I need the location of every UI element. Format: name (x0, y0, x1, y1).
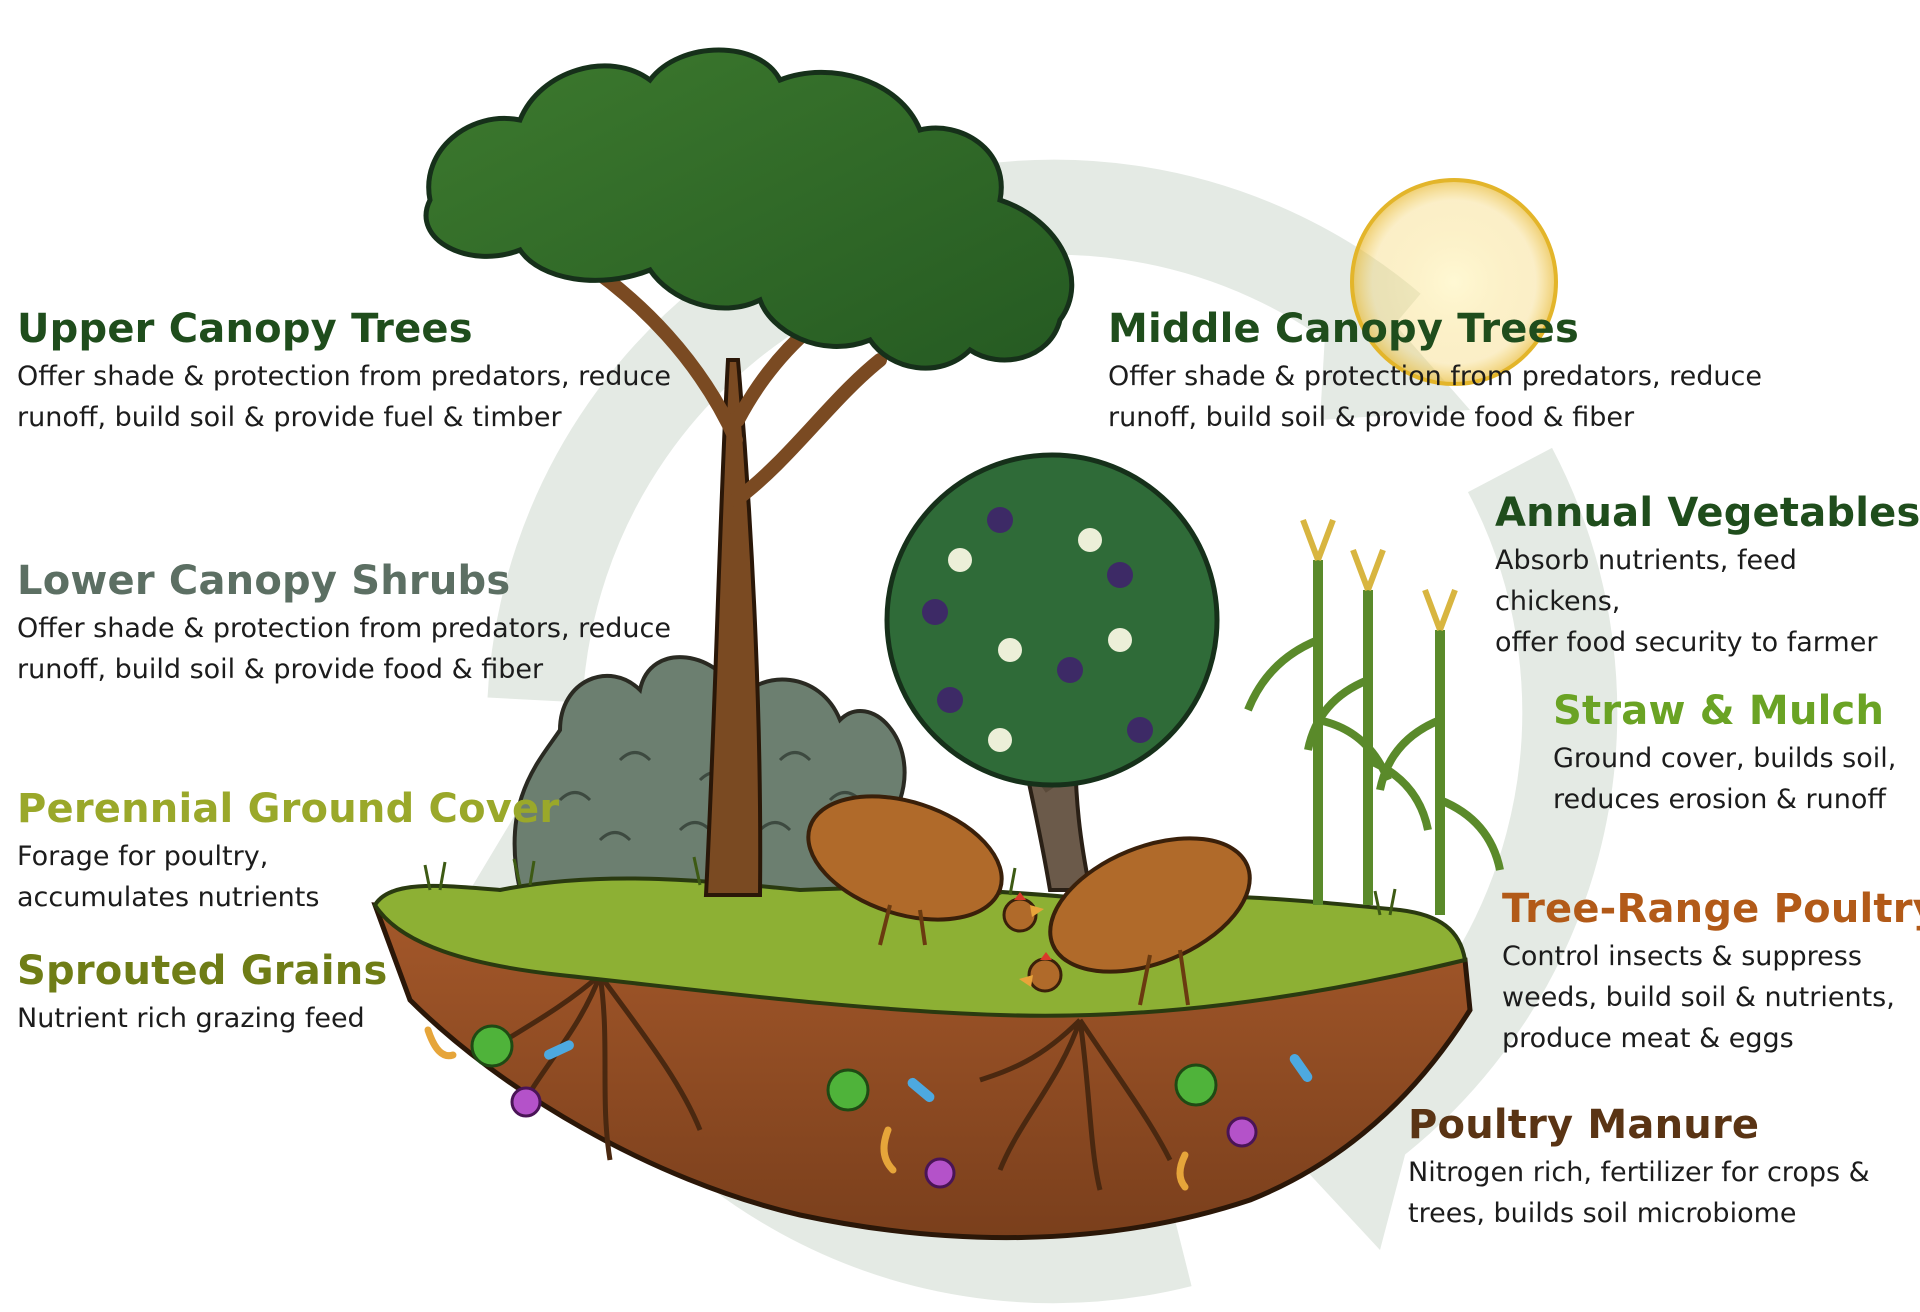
middle-canopy-text: Offer shade & protection from predators,… (1108, 361, 1762, 433)
label-straw-mulch: Straw & Mulch Ground cover, builds soil,… (1553, 688, 1896, 820)
root-system-middle (979, 1018, 1173, 1191)
straw-mulch-title: Straw & Mulch (1553, 688, 1885, 734)
corn-plants (1244, 518, 1504, 915)
annual-vegetables-text: Absorb nutrients, feed chickens, offer f… (1495, 545, 1878, 658)
straw-mulch-text: Ground cover, builds soil, reduces erosi… (1553, 743, 1897, 815)
perennial-ground-cover-title: Perennial Ground Cover (17, 786, 560, 832)
sun-icon (1350, 178, 1558, 386)
poultry-manure-text: Nitrogen rich, fertilizer for crops & tr… (1408, 1157, 1870, 1229)
label-middle-canopy-trees: Middle Canopy Trees Offer shade & protec… (1108, 306, 1762, 438)
label-tree-range-poultry: Tree-Range Poultry Control insects & sup… (1502, 886, 1920, 1059)
lower-canopy-text: Offer shade & protection from predators,… (17, 613, 671, 685)
annual-vegetables-title: Annual Vegetables (1495, 490, 1920, 536)
sprouted-grains-title: Sprouted Grains (17, 948, 388, 994)
soil-microbes (424, 1024, 1313, 1191)
chicken-right (1048, 836, 1252, 974)
label-upper-canopy-trees: Upper Canopy Trees Offer shade & protect… (17, 306, 671, 438)
poultry-manure-title: Poultry Manure (1408, 1102, 1760, 1148)
tree-range-poultry-title: Tree-Range Poultry (1502, 886, 1920, 932)
middle-canopy-tree (884, 452, 1220, 892)
sprouted-grains-text: Nutrient rich grazing feed (17, 1003, 365, 1034)
label-annual-vegetables: Annual Vegetables Absorb nutrients, feed… (1495, 490, 1920, 663)
chickens (806, 794, 1252, 1006)
upper-canopy-tree (423, 47, 1075, 897)
label-perennial-ground-cover: Perennial Ground Cover Forage for poultr… (17, 786, 559, 918)
upper-canopy-title: Upper Canopy Trees (17, 306, 473, 352)
label-lower-canopy-shrubs: Lower Canopy Shrubs Offer shade & protec… (17, 558, 671, 690)
middle-canopy-title: Middle Canopy Trees (1108, 306, 1579, 352)
tree-range-poultry-text: Control insects & suppress weeds, build … (1502, 941, 1895, 1054)
lower-canopy-title: Lower Canopy Shrubs (17, 558, 511, 604)
upper-canopy-text: Offer shade & protection from predators,… (17, 361, 671, 433)
label-poultry-manure: Poultry Manure Nitrogen rich, fertilizer… (1408, 1102, 1870, 1234)
label-sprouted-grains: Sprouted Grains Nutrient rich grazing fe… (17, 948, 387, 1039)
perennial-ground-cover-text: Forage for poultry, accumulates nutrient… (17, 841, 320, 913)
